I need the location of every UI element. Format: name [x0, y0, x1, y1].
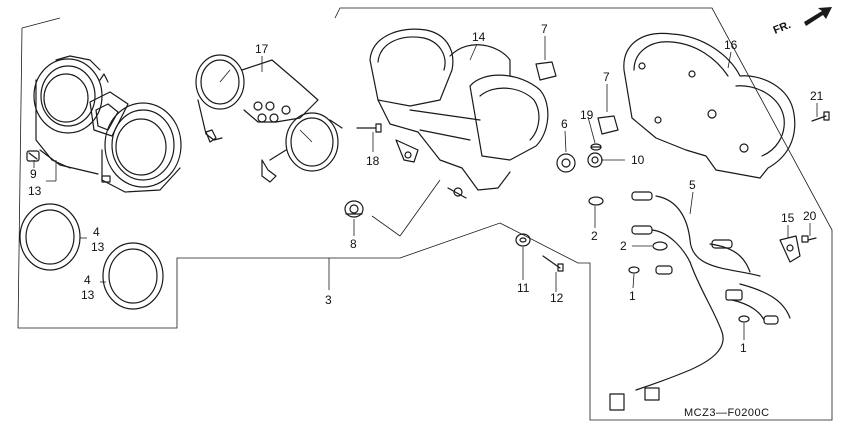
wire-harness-5 — [609, 191, 791, 411]
callout-13-lower: 13 — [81, 288, 95, 302]
callout-11: 11 — [517, 281, 530, 295]
callout-7-lower: 7 — [603, 70, 610, 84]
callout-15: 15 — [781, 211, 795, 225]
screw-20 — [801, 235, 817, 243]
callout-3: 3 — [325, 293, 332, 307]
callout-2-upper: 2 — [591, 229, 598, 243]
callout-13-upper: 13 — [91, 240, 105, 254]
meter-ring-upper — [19, 203, 81, 271]
callout-10: 10 — [631, 153, 645, 167]
bulb-2-upper — [588, 196, 604, 206]
callout-12: 12 — [550, 291, 564, 305]
grommet-9 — [26, 150, 40, 162]
callout-21: 21 — [810, 89, 824, 103]
callout-1-upper: 1 — [629, 289, 636, 303]
callout-4-lower: 4 — [84, 273, 91, 287]
grommet-6 — [556, 153, 576, 173]
collar-11 — [515, 233, 531, 247]
callout-13-top: 13 — [28, 184, 42, 198]
callout-18: 18 — [366, 154, 380, 168]
meter-housing-14 — [369, 28, 549, 199]
rubber-pad-7-upper — [535, 61, 557, 81]
callout-5: 5 — [689, 178, 696, 192]
callout-2-lower: 2 — [620, 239, 627, 253]
leader-lines — [33, 36, 818, 340]
clamp-15 — [779, 235, 801, 263]
callout-7-upper: 7 — [541, 22, 548, 36]
bolt-12 — [542, 255, 564, 272]
callout-1-lower: 1 — [740, 341, 747, 355]
callout-19: 19 — [580, 108, 594, 122]
meter-ring-lower — [102, 242, 164, 310]
assembly-outline — [17, 7, 833, 421]
bulb-2-lower — [652, 241, 668, 251]
drawing-code: MCZ3—F0200C — [684, 407, 770, 419]
callout-9: 9 — [30, 167, 37, 181]
callout-8: 8 — [350, 237, 357, 251]
front-direction-arrow — [804, 7, 832, 26]
front-label: FR. — [772, 19, 793, 37]
grommet-10 — [587, 152, 603, 168]
meter-cover-16 — [623, 32, 796, 179]
bulb-1-upper — [628, 266, 640, 274]
rubber-pad-7-lower — [597, 115, 619, 135]
callout-6: 6 — [561, 117, 568, 131]
bulb-1-lower — [738, 315, 750, 323]
callout-4-upper: 4 — [93, 225, 100, 239]
screw-21 — [811, 111, 830, 122]
socket-8 — [344, 200, 364, 218]
callout-16: 16 — [724, 38, 738, 52]
callout-20: 20 — [803, 209, 817, 223]
callout-17: 17 — [255, 42, 269, 56]
callout-14: 14 — [472, 30, 486, 44]
meter-case-lens — [33, 55, 182, 193]
callout-labels: 17 14 16 7 7 19 6 10 18 21 8 3 11 12 2 2… — [28, 22, 824, 355]
meter-gauges-17 — [195, 54, 343, 183]
collar-19 — [590, 143, 602, 151]
screw-18 — [356, 123, 382, 133]
